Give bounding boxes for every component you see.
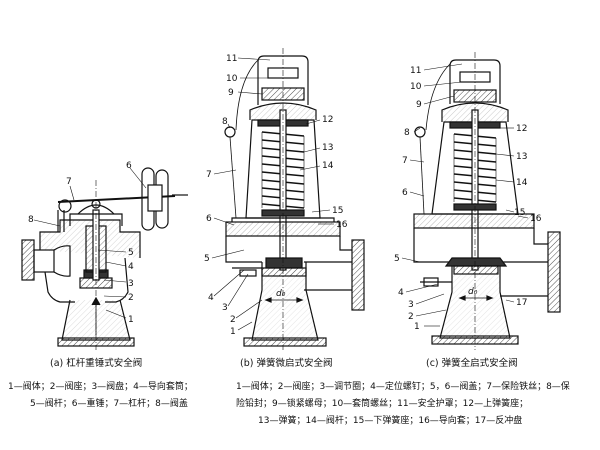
callout-a-5: 5 xyxy=(128,248,134,258)
callout-b-4: 4 xyxy=(208,293,214,303)
caption-b: (b) 弹簧微启式安全阀 xyxy=(240,357,332,369)
callout-b-6: 6 xyxy=(206,214,212,224)
callout-b-2: 2 xyxy=(230,315,236,325)
caption-c: (c) 弹簧全启式安全阀 xyxy=(426,357,518,369)
callout-c-6: 6 xyxy=(402,188,408,198)
callout-c-14: 14 xyxy=(516,178,528,188)
callout-c-4: 4 xyxy=(398,288,404,298)
callouts-c: 1 2 3 4 5 6 7 8 9 10 11 12 13 14 15 16 1… xyxy=(394,63,542,332)
callout-c-9: 9 xyxy=(416,100,422,110)
legend-a-line-1: 1—阀体；2—阀座；3—阀盘；4—导向套筒； xyxy=(8,382,193,392)
figure-b-spring-micro-lift-valve xyxy=(224,48,365,350)
callouts-b: 1 2 3 4 5 6 7 8 9 10 11 12 13 14 15 16 d… xyxy=(204,54,348,337)
legend-b-line-1: 1—阀体；2—阀座；3—调节圈；4—定位螺钉；5，6—阀盖；7—保险铁丝；8—保 xyxy=(236,382,570,392)
callouts-a: 1 2 3 4 5 6 7 8 xyxy=(28,161,147,325)
callout-c-7: 7 xyxy=(402,156,408,166)
seat-diameter-b: d₀ xyxy=(276,289,286,299)
callout-c-12: 12 xyxy=(516,124,527,134)
legend-a-line-2: 5—阀杆；6—重锤；7—杠杆；8—阀盖 xyxy=(30,399,188,409)
callout-a-1: 1 xyxy=(128,315,134,325)
callout-c-17: 17 xyxy=(516,298,527,308)
callout-a-4: 4 xyxy=(128,262,134,272)
callout-b-16: 16 xyxy=(336,220,348,230)
callout-a-8: 8 xyxy=(28,215,34,225)
callout-b-12: 12 xyxy=(322,115,333,125)
callout-c-10: 10 xyxy=(410,82,422,92)
callout-b-9: 9 xyxy=(228,88,234,98)
callout-c-13: 13 xyxy=(516,152,527,162)
callout-a-6: 6 xyxy=(126,161,132,171)
callout-b-8: 8 xyxy=(222,117,228,127)
callout-c-16: 16 xyxy=(530,214,542,224)
callout-c-15: 15 xyxy=(514,208,525,218)
callout-a-7: 7 xyxy=(66,177,72,187)
legend-b-line-3: 13—弹簧；14—阀杆；15—下弹簧座；16—导向套；17—反冲盘 xyxy=(258,416,523,426)
callout-b-1: 1 xyxy=(230,327,236,337)
callout-c-11: 11 xyxy=(410,66,421,76)
callout-c-2: 2 xyxy=(408,312,414,322)
legend-b-line-2: 险铅封；9—锁紧螺母；10—套筒螺丝；11—安全护罩；12—上弹簧座； xyxy=(236,399,529,409)
caption-a: (a) 杠杆重锤式安全阀 xyxy=(50,357,142,369)
figure-a-lever-weight-valve xyxy=(21,167,188,350)
callout-a-2: 2 xyxy=(128,293,134,303)
callout-b-10: 10 xyxy=(226,74,238,84)
figure-c-spring-full-lift-valve xyxy=(413,52,561,350)
callout-b-7: 7 xyxy=(206,170,212,180)
callout-b-15: 15 xyxy=(332,206,343,216)
callout-b-11: 11 xyxy=(226,54,237,64)
callout-b-5: 5 xyxy=(204,254,210,264)
callout-a-3: 3 xyxy=(128,279,134,289)
callout-c-8: 8 xyxy=(404,128,410,138)
callout-b-14: 14 xyxy=(322,161,334,171)
callout-c-5: 5 xyxy=(394,254,400,264)
callout-c-1: 1 xyxy=(414,322,420,332)
callout-b-13: 13 xyxy=(322,143,333,153)
seat-diameter-c: d₀ xyxy=(468,287,478,297)
callout-c-3: 3 xyxy=(408,300,414,310)
callout-b-3: 3 xyxy=(222,303,228,313)
